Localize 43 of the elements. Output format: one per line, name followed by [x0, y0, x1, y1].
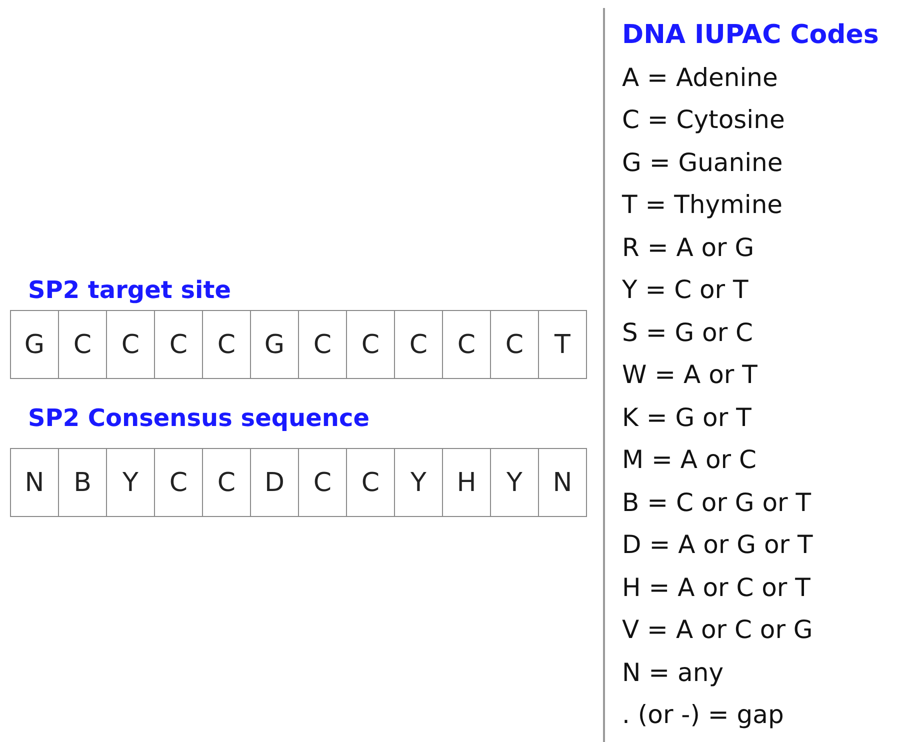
sequence-cell: Y: [490, 448, 539, 517]
sequence-cell: C: [394, 310, 443, 379]
sequence-cell: C: [298, 310, 347, 379]
section-heading: SP2 target site: [28, 276, 231, 304]
sequence-cell: C: [154, 448, 203, 517]
code-definition: N = any: [622, 658, 724, 686]
code-definition: H = A or C or T: [622, 572, 810, 602]
code-definition: V = A or C or G: [622, 615, 813, 644]
sequence-cell: C: [154, 310, 203, 379]
code-definition: B = C or G or T: [622, 488, 812, 516]
sequence-cell: C: [106, 310, 155, 379]
code-definition: C = Cytosine: [622, 105, 785, 134]
code-definition: T = Thymine: [622, 190, 783, 219]
code-definition: M = A or C: [622, 445, 756, 474]
sequence-cell: C: [346, 448, 395, 517]
sequence-cell: D: [250, 448, 299, 517]
sequence-cell: G: [10, 310, 59, 379]
sequence-cell: C: [202, 448, 251, 517]
code-definition: G = Guanine: [622, 148, 783, 176]
sequence-cell: Y: [106, 448, 155, 517]
code-definition: Y = C or T: [622, 275, 748, 304]
code-definition: A = Adenine: [622, 62, 778, 92]
sequence-cell: T: [538, 310, 587, 379]
sequence-cell: C: [490, 310, 539, 379]
code-definition: K = G or T: [622, 402, 752, 432]
code-definition: D = A or G or T: [622, 530, 813, 559]
sequence-cell: C: [442, 310, 491, 379]
sequence-cell: C: [202, 310, 251, 379]
panel-heading: DNA IUPAC Codes: [622, 20, 879, 50]
sequence-cell: N: [10, 448, 59, 517]
sequence-cell: C: [58, 310, 107, 379]
code-definition: R = A or G: [622, 232, 754, 262]
sequence-cell: B: [58, 448, 107, 517]
sequence-cell: C: [298, 448, 347, 517]
sequence-cell: H: [442, 448, 491, 517]
sequence-cell: Y: [394, 448, 443, 517]
sequence-cell: N: [538, 448, 587, 517]
code-definition: S = G or C: [622, 318, 754, 346]
section-heading: SP2 Consensus sequence: [28, 404, 370, 432]
code-definition: . (or -) = gap: [622, 700, 784, 729]
sequence-cell: C: [346, 310, 395, 379]
code-definition: W = A or T: [622, 360, 758, 389]
sequence-cell: G: [250, 310, 299, 379]
